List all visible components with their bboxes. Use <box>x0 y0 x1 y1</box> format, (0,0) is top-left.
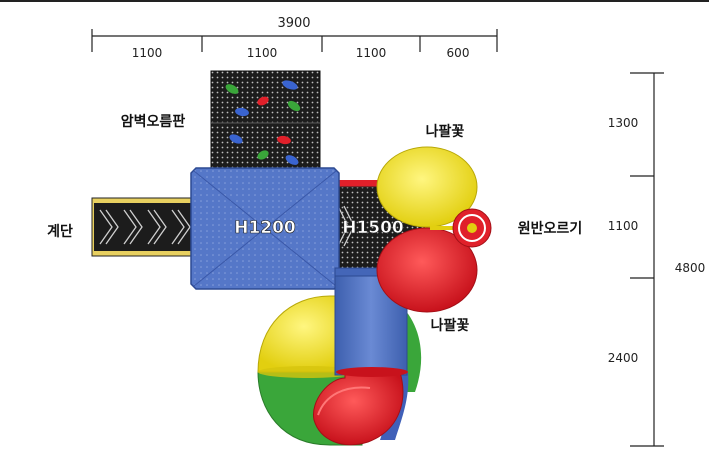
top-dimension <box>91 29 498 52</box>
trumpet-flower-yellow <box>376 146 478 228</box>
top-total-dimension: 3900 <box>277 16 310 31</box>
top-segment-3: 1100 <box>356 46 387 60</box>
deck-h1200 <box>190 167 340 290</box>
right-segment-3: 2400 <box>608 351 639 365</box>
stairs <box>91 197 197 257</box>
right-segment-2: 1100 <box>608 219 639 233</box>
right-segment-1: 1300 <box>608 116 639 130</box>
disc-climber <box>430 208 492 248</box>
top-segment-2: 1100 <box>247 46 278 60</box>
label-trumpet-top: 나팔꽃 <box>426 123 465 140</box>
label-h1500: H1500 <box>342 218 404 238</box>
label-trumpet-bottom: 나팔꽃 <box>431 317 470 334</box>
right-total-dimension: 4800 <box>675 261 706 275</box>
label-stairs: 계단 <box>47 223 73 240</box>
label-rock-wall: 암벽오름판 <box>121 113 186 130</box>
right-dimension <box>630 72 664 447</box>
label-disc-climber: 원반오르기 <box>518 220 582 237</box>
red-slide <box>313 367 408 446</box>
label-h1200: H1200 <box>234 218 296 238</box>
top-segment-1: 1100 <box>132 46 163 60</box>
trumpet-flower-red <box>376 227 478 313</box>
top-segment-4: 600 <box>447 46 470 60</box>
rock-climbing-wall <box>210 70 321 172</box>
